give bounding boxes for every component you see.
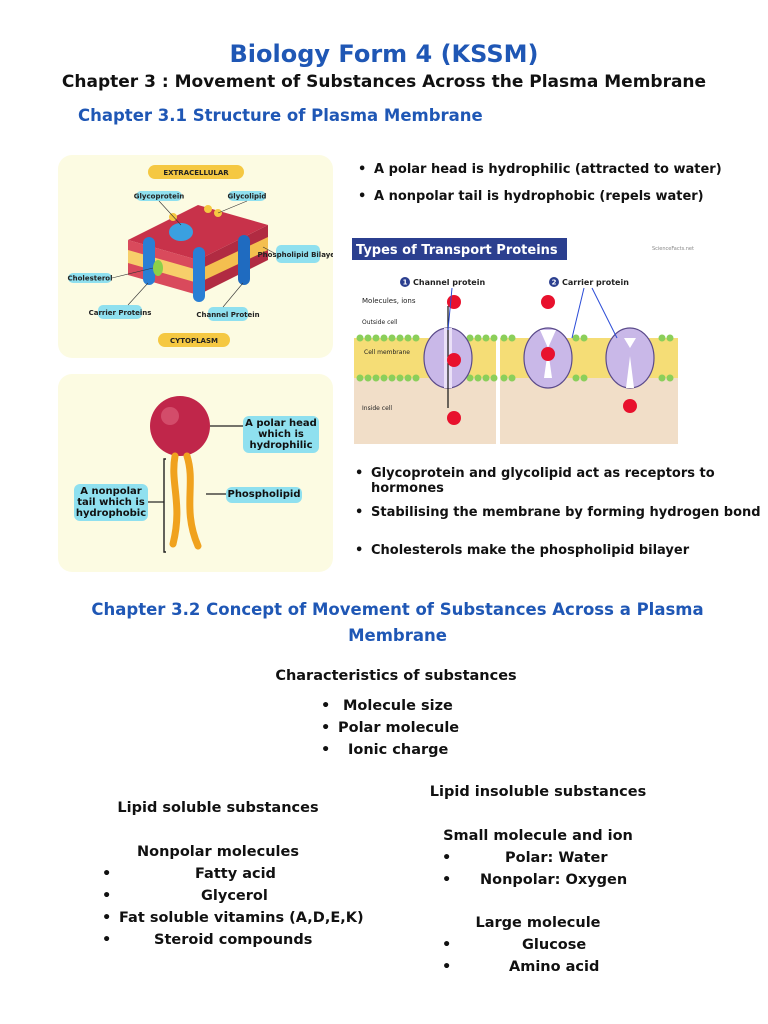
channel-number: 1 [403, 279, 408, 287]
bullet-receptors: Glycoprotein and glycolipid act as recep… [355, 466, 768, 496]
characteristic-item: •Polar molecule [321, 720, 460, 736]
page-title: Biology Form 4 (KSSM) [229, 40, 539, 68]
lipid-soluble-heading: Lipid soluble substances [117, 800, 319, 816]
section-3-2-heading: Chapter 3.2 Concept of Movement of Subst… [91, 600, 704, 645]
lipid-insoluble-item: •Amino acid [442, 959, 600, 975]
label-extracellular: EXTRACELLULAR [163, 169, 229, 177]
characteristic-item: •Ionic charge [321, 742, 449, 758]
brand-text: ScienceFacts.net [652, 246, 694, 252]
lipid-soluble-item: •Fatty acid [102, 866, 276, 882]
bullet-cholesterol: Cholesterols make the phospholipid bilay… [355, 543, 689, 558]
lipid-insoluble-item: •Polar: Water [442, 850, 608, 866]
transport-proteins-figure: Types of Transport Proteins ScienceFacts… [352, 238, 697, 445]
molecules-label: Molecules, ions [362, 297, 416, 305]
outside-cell-label: Outside cell [362, 319, 398, 326]
lipid-insoluble-item: •Glucose [442, 937, 587, 953]
carrier-number: 2 [552, 279, 557, 287]
cell-membrane-label: Cell membrane [364, 349, 410, 356]
page-subtitle: Chapter 3 : Movement of Substances Acros… [61, 72, 707, 92]
large-molecule-heading: Large molecule [475, 915, 601, 931]
bullet-polar-head: A polar head is hydrophilic (attracted t… [358, 162, 722, 177]
lipid-insoluble-item: •Nonpolar: Oxygen [442, 872, 628, 888]
carrier-protein-label: Carrier protein [562, 278, 629, 287]
channel-protein-label: Channel protein [413, 278, 485, 287]
label-nonpolar-tail: A nonpolar tail which is hydrophobic [74, 484, 148, 521]
lipid-insoluble-heading: Lipid insoluble substances [429, 784, 647, 800]
label-polar-head: A polar head which is hydrophilic [243, 416, 319, 453]
nonpolar-molecules-heading: Nonpolar molecules [137, 844, 299, 860]
characteristics-heading: Characteristics of substances [275, 668, 517, 684]
lipid-soluble-item: •Fat soluble vitamins (A,D,E,K) [102, 910, 364, 926]
characteristic-item: •Molecule size [321, 698, 453, 714]
label-phospholipid: Phospholipid [226, 487, 302, 503]
small-molecule-heading: Small molecule and ion [443, 828, 633, 844]
label-glycoprotein: Glycoprotein [134, 193, 184, 201]
section-3-1-heading: Chapter 3.1 Structure of Plasma Membrane [78, 106, 483, 125]
lipid-soluble-item: •Steroid compounds [102, 932, 313, 948]
membrane-structure-diagram: EXTRACELLULAR Glycoprotein Glycolipid Ph… [68, 165, 339, 347]
label-carrier-proteins: Carrier Proteins [89, 309, 152, 317]
membrane-structure-figure: EXTRACELLULAR Glycoprotein Glycolipid Ph… [58, 155, 339, 358]
label-glycolipid: Glycolipid [228, 193, 267, 201]
label-cytoplasm: CYTOPLASM [170, 337, 218, 345]
transport-proteins-diagram: Types of Transport Proteins ScienceFacts… [352, 238, 694, 444]
label-cholesterol: Cholesterol [68, 275, 113, 283]
inside-cell-label: Inside cell [362, 405, 392, 412]
lipid-soluble-item: •Glycerol [102, 888, 268, 904]
transport-title: Types of Transport Proteins [356, 243, 558, 258]
label-channel-protein: Channel Protein [196, 311, 259, 319]
label-phospholipid-bilayer: Phospholipid Bilayer [258, 251, 333, 259]
bullet-hydrogen-bond: Stabilising the membrane by forming hydr… [355, 505, 761, 520]
phospholipid-diagram [148, 396, 243, 553]
bullet-nonpolar-tail: A nonpolar tail is hydrophobic (repels w… [358, 189, 704, 204]
phospholipid-figure: A polar head which is hydrophilic A nonp… [58, 374, 333, 572]
